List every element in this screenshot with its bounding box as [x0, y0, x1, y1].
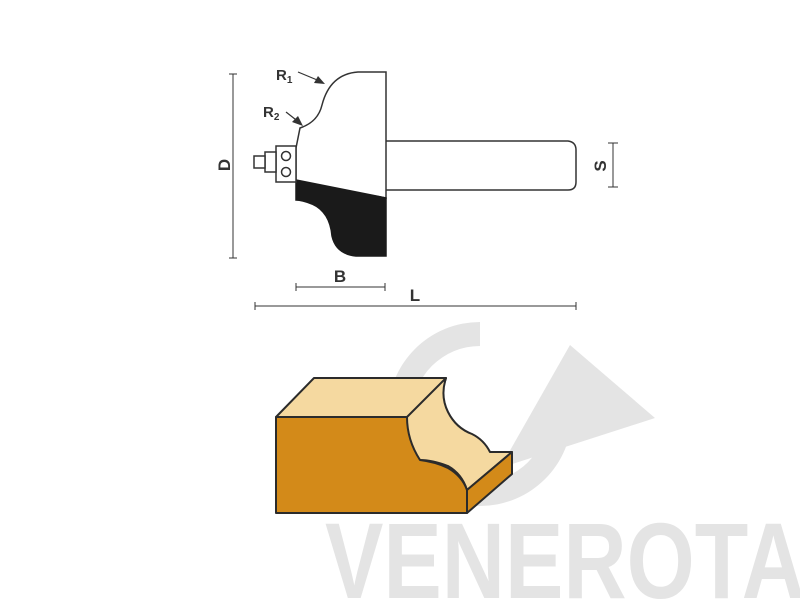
label-s: S: [591, 160, 610, 171]
label-r1-main: R: [276, 67, 287, 84]
bearing-nut: [253, 155, 266, 169]
watermark-text: VENEROTA: [325, 500, 800, 600]
dimension-labels: R1 R2 D S B L: [215, 67, 610, 305]
label-r2-sub: 2: [274, 112, 280, 123]
wood-profile: [275, 377, 513, 514]
cutting-edge: [295, 179, 387, 257]
wood-front-face: [275, 416, 468, 514]
label-r1: R1: [276, 67, 293, 86]
bearing-screw-bottom: [280, 166, 292, 178]
label-d: D: [215, 159, 234, 171]
watermark-logo: [388, 322, 655, 506]
r1-arrow-head: [314, 76, 325, 84]
bearing-stem: [264, 151, 277, 173]
bearing-screw-top: [280, 150, 292, 162]
label-l: L: [410, 286, 420, 305]
bit-body: [295, 71, 387, 199]
r2-arrow-head: [292, 116, 303, 126]
label-r1-sub: 1: [287, 75, 293, 86]
wood-step-face: [466, 451, 513, 514]
label-r2: R2: [263, 104, 280, 123]
router-bit-drawing: [229, 71, 618, 310]
label-b: B: [334, 267, 346, 286]
watermark: VENEROTA: [325, 322, 800, 600]
shank: [386, 140, 577, 191]
label-r2-main: R: [263, 104, 274, 121]
